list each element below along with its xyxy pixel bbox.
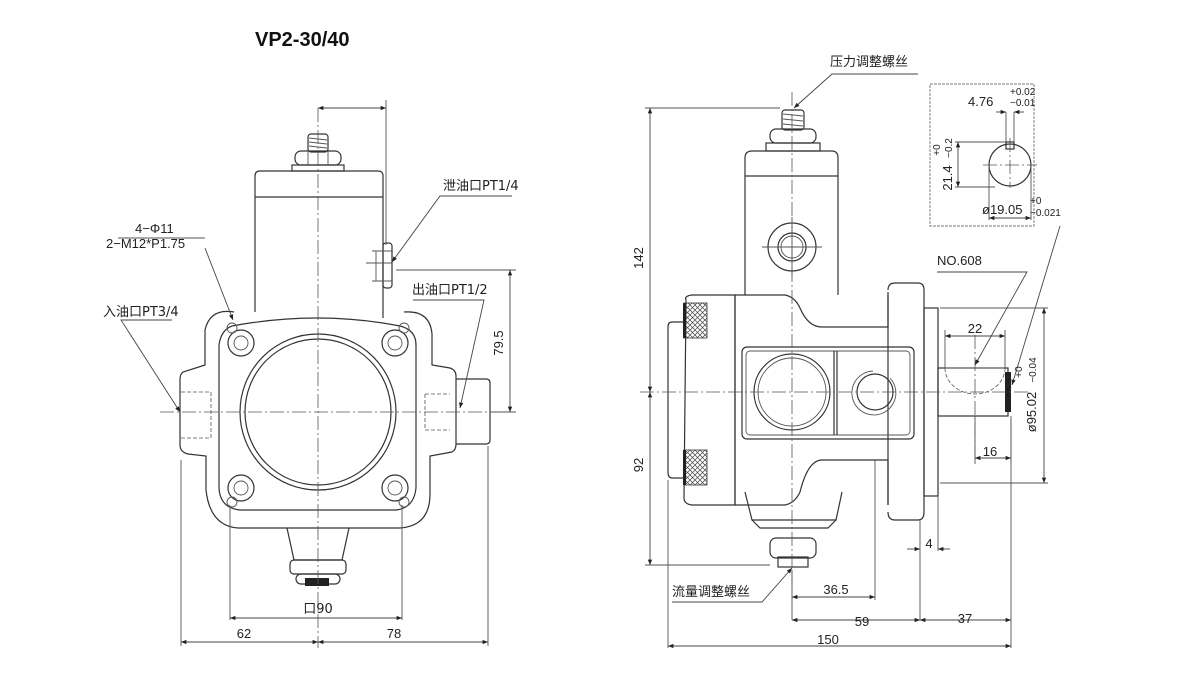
side-main-body — [735, 294, 889, 328]
dim-upper-height: 142 — [631, 247, 646, 269]
drawing-title: VP2-30/40 — [255, 29, 350, 51]
front-view: 79.5 口90 62 78 泄油口PT1/4 4−Φ11 2−M12*P1.7… — [103, 100, 519, 648]
dim-outlet-height: 79.5 — [491, 330, 506, 355]
detail-key-width-tol-upper: +0.02 — [1010, 87, 1036, 98]
dim-flange-thickness: 4 — [925, 536, 932, 551]
shaft-detail-box: 4.76 +0.02 −0.01 21.4 +0 −0.2 ø19.05 +0 … — [929, 83, 1061, 227]
side-cylinder-housing — [744, 150, 839, 295]
front-cylinder-housing — [254, 170, 384, 318]
dim-key-length: 22 — [968, 321, 982, 336]
seal-hatch-bottom — [683, 449, 708, 486]
dim-flow-screw-offset: 36.5 — [823, 582, 848, 597]
dim-square-flange: 口90 — [303, 602, 333, 617]
detail-shaft-diameter: ø19.05 — [982, 202, 1022, 217]
detail-key-height-tol-lower: −0.2 — [944, 138, 955, 158]
detail-key-height: 21.4 — [940, 165, 955, 190]
front-body-outline — [179, 310, 457, 529]
detail-key-height-tol-upper: +0 — [932, 144, 943, 156]
dim-key-offset: 16 — [983, 444, 997, 459]
label-bolt-holes-1: 4−Φ11 — [135, 221, 174, 236]
label-pressure-adjust-screw: 压力调整螺丝 — [830, 55, 908, 70]
dim-to-flange: 59 — [855, 614, 869, 629]
drain-port — [366, 242, 393, 289]
side-pressure-screw — [765, 109, 821, 152]
side-flow-screw — [744, 491, 843, 568]
label-outlet-port: 出油口PT1/2 — [412, 283, 488, 298]
dim-pilot-diameter: ø95.02 — [1024, 392, 1039, 432]
front-flange — [218, 317, 417, 511]
bolt-holes — [226, 322, 410, 508]
detail-shaft-diameter-tol-upper: +0 — [1030, 196, 1042, 207]
dim-lower-height: 92 — [631, 458, 646, 472]
label-bolt-holes-2: 2−M12*P1.75 — [106, 236, 185, 251]
detail-key-width: 4.76 — [968, 94, 993, 109]
side-view: 142 92 压力调整螺丝 流量调整螺丝 NO.608 4.76 +0.02 −… — [631, 55, 1061, 649]
dim-left-width: 62 — [237, 626, 251, 641]
dim-pilot-tol-upper: +0 — [1014, 366, 1025, 378]
dim-pilot-tol-lower: −0.04 — [1028, 357, 1039, 383]
label-flow-adjust-screw: 流量调整螺丝 — [672, 585, 750, 600]
label-inlet-port: 入油口PT3/4 — [103, 305, 179, 320]
label-key-no: NO.608 — [937, 253, 982, 268]
label-drain-port: 泄油口PT1/4 — [443, 179, 519, 194]
side-mount-flange — [887, 282, 925, 521]
detail-key-width-tol-lower: −0.01 — [1010, 98, 1036, 109]
dim-shaft-length: 37 — [958, 611, 972, 626]
dim-overall-length: 150 — [817, 632, 839, 647]
seal-hatch-top — [683, 302, 708, 339]
detail-shaft-diameter-tol-lower: −0.021 — [1030, 208, 1061, 219]
dim-right-width: 78 — [387, 626, 401, 641]
